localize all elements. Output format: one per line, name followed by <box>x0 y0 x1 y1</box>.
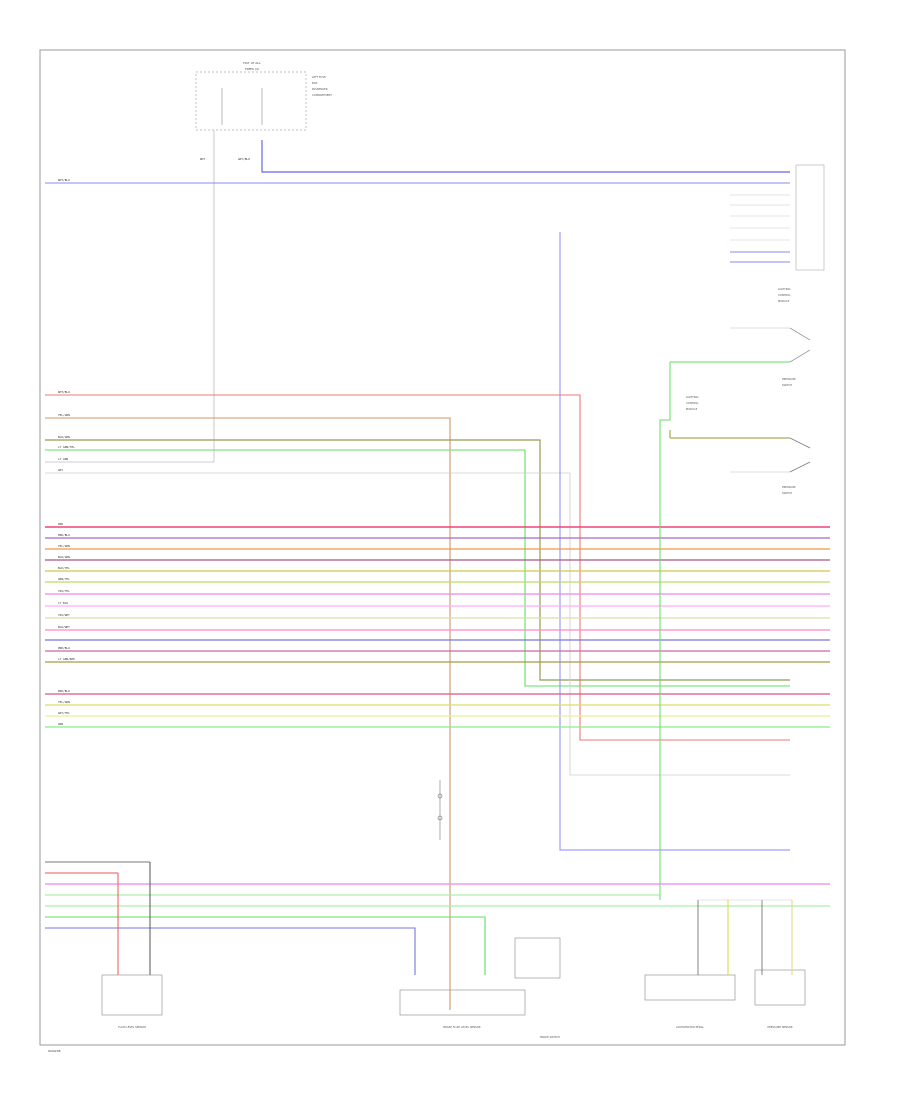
left-wire-label-6: GRY <box>58 468 63 472</box>
pressure-switch-top <box>670 327 811 363</box>
footer-code: W29298 <box>48 1049 61 1053</box>
bus2-label-4: GRN <box>58 722 63 726</box>
lighting-control-small: LIGHTING CONTROL MODULE <box>686 395 699 411</box>
bus2-label-3: GRY/YEL <box>58 711 70 715</box>
small-note-3: MODULE <box>686 407 698 411</box>
bus2-label-2: YEL/GRN <box>58 700 70 704</box>
left-wire-label-1: WHT/BLU <box>58 390 70 394</box>
pressure-sensor: PRESSURE SENSOR <box>697 899 806 1029</box>
pressure-switch-bottom <box>670 437 811 473</box>
bus-label-11: PNK/BLU <box>58 646 70 650</box>
right-label-5: SWITCH <box>782 383 792 387</box>
left-wire-label-5: LT GRN <box>58 457 68 461</box>
fuse-header-line-2: TIMES (2) <box>244 67 259 71</box>
bus-label-10: BLU/WHT <box>58 625 70 629</box>
right-module-labels: LIGHTING CONTROL MODULE PRESSURE SWITCH … <box>778 287 796 495</box>
bus-label-2: PNK/BLU <box>58 533 70 537</box>
small-note-2: CONTROL <box>686 401 699 405</box>
accelerator-label: ACCELERATOR PEDAL <box>676 1025 705 1029</box>
right-connector <box>730 164 825 271</box>
right-label-7: SWITCH <box>782 491 792 495</box>
bus-label-6: GRN/YEL <box>58 577 70 581</box>
top-wire-label-1: WHT <box>200 157 205 161</box>
bus-label-5: BLK/YEL <box>58 566 70 570</box>
left-wires <box>45 232 790 1010</box>
bus2-label-1: PNK/BLU <box>58 689 70 693</box>
left-wire-label-7: WHT/BLU <box>58 178 70 182</box>
right-label-2: CONTROL <box>778 293 791 297</box>
left-wire-label-3: BLK/GRN <box>58 435 70 439</box>
left-wire-label-2: YEL/GRN <box>58 413 70 417</box>
bus-label-7: VIO/YEL <box>58 589 70 593</box>
top-wire-label-2: GRY/BLU <box>238 157 250 161</box>
fuse-label-4: COMPARTMENT <box>312 93 332 97</box>
bus-label-3: YEL/GRN <box>58 544 70 548</box>
fuse-header-line-1: HOT AT ALL <box>243 61 261 65</box>
fuse-box-labels: LEFT FUSE BOX PASSENGER COMPARTMENT <box>312 75 332 97</box>
right-label-1: LIGHTING <box>778 287 790 291</box>
bus-label-4: BLU/GRN <box>58 555 70 559</box>
fluid-level-sensor-label: FLUID LEVEL SENSOR <box>118 1025 146 1029</box>
brake-switch-label: BRAKE SWITCH <box>540 1035 560 1039</box>
bus-labels: PNK PNK/BLU YEL/GRN BLU/GRN BLK/YEL GRN/… <box>58 522 75 726</box>
bus-label-12: LT GRN/RED <box>58 657 75 661</box>
fluid-level-sensor: FLUID LEVEL SENSOR <box>101 974 163 1029</box>
left-wire-labels: WHT/BLU YEL/GRN BLK/GRN LT GRN/YEL LT GR… <box>58 178 75 472</box>
fuse-label-2: BOX <box>312 81 318 85</box>
brake-switch-mid <box>437 780 443 840</box>
green-drop <box>659 362 671 900</box>
fuse-label-3: PASSENGER <box>312 87 328 91</box>
fuse-label-1: LEFT FUSE <box>312 75 326 79</box>
small-note-1: LIGHTING <box>686 395 698 399</box>
left-wire-label-4: LT GRN/YEL <box>58 445 75 449</box>
right-label-4: PRESSURE <box>782 377 796 381</box>
bus-label-9: VIO/WHT <box>58 613 70 617</box>
fuse-box-outline <box>195 71 307 131</box>
accelerator-pedal: ACCELERATOR PEDAL <box>644 974 736 1029</box>
pressure-sensor-label: PRESSURE SENSOR <box>767 1025 792 1029</box>
brake-fluid-level-sensor: BRAKE FLUID LEVEL SENSOR <box>399 989 526 1029</box>
diagram-frame <box>39 49 846 1046</box>
main-bus <box>45 526 830 728</box>
bus-label-1: PNK <box>58 522 63 526</box>
lower-left-wires <box>45 861 830 975</box>
right-label-6: PRESSURE <box>782 485 796 489</box>
brake-switch: BRAKE SWITCH <box>514 937 561 1039</box>
right-label-3: MODULE <box>778 299 790 303</box>
fuse-box-header: HOT AT ALL TIMES (2) <box>243 61 261 71</box>
brake-fluid-sensor-label: BRAKE FLUID LEVEL SENSOR <box>443 1025 480 1029</box>
bus-label-8: LT BLU <box>58 601 68 605</box>
feed-wire-blue <box>261 140 790 173</box>
